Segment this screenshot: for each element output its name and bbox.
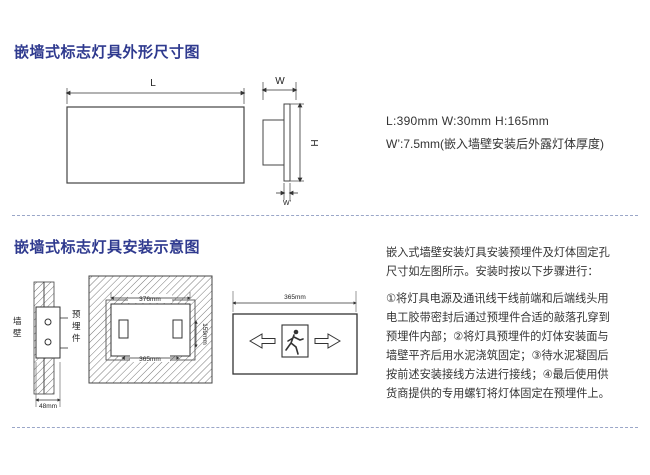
dim-376-label: 376mm: [139, 296, 161, 303]
paragraph-line: 墙壁平齐后用水泥浇筑固定；③待水泥凝固后: [386, 349, 609, 362]
wall-label-2: 壁: [13, 328, 22, 338]
dim-W-label: W: [275, 76, 285, 87]
section-title-installation: 嵌墙式标志灯具安装示意图: [14, 238, 201, 256]
divider-bottom: [12, 427, 638, 428]
dim-Wprime-label: W': [283, 200, 291, 207]
dim-48-label: 48mm: [39, 403, 57, 410]
right-arrow-icon: [314, 333, 341, 349]
embed-label-1: 预: [72, 309, 81, 319]
paragraph-line: ①将灯具电源及通讯线干线前端和后端线头用: [386, 292, 609, 305]
embed-label-2: 埋: [72, 321, 81, 331]
running-man-icon: [281, 324, 309, 358]
paragraph-line: 预埋件内部；②将灯具预埋件的灯体安装面与: [386, 330, 609, 343]
section-title-dimensions: 嵌墙式标志灯具外形尺寸图: [14, 43, 201, 61]
dim-365-label-b: 365mm: [284, 294, 306, 301]
paragraph-line: 按前述安装接线方法进行接线；④最后使用供: [386, 368, 609, 381]
exit-sign-front-view: 365mm: [232, 291, 358, 375]
spec-line-1: L:390mm W:30mm H:165mm: [386, 114, 550, 128]
divider-top: [12, 215, 638, 216]
paragraph-line: 尺寸如左图所示。安装时按以下步骤进行：: [386, 265, 599, 278]
embedded-box-front-view: 376mm 365mm 159mm: [88, 275, 213, 384]
embed-label-3: 件: [72, 333, 81, 343]
installation-drawing: 48mm 墙 壁 预 埋 件 376mm 365mm 159mm 365mm: [13, 275, 358, 410]
dimension-drawing: L W H W': [65, 76, 319, 207]
left-arrow-icon: [249, 333, 276, 349]
wall-section-view: 48mm 墙 壁 预 埋 件: [13, 281, 81, 410]
paragraph-line: 货商提供的专用螺钉将灯体固定在预埋件上。: [386, 387, 610, 400]
side-view: W H W': [261, 76, 319, 207]
paragraph-line: 电工胶带密封后通过预埋件合适的敲落孔穿到: [386, 311, 610, 324]
dim-159-label: 159mm: [201, 323, 208, 345]
wall-label-1: 墙: [13, 316, 22, 326]
spec-line-2: W’:7.5mm(嵌入墙壁安装后外露灯体厚度): [386, 137, 604, 151]
paragraph-line: 嵌入式墙壁安装灯具安装预埋件及灯体固定孔: [386, 246, 610, 259]
dim-H-label: H: [308, 139, 319, 146]
dim-365-label-a: 365mm: [139, 356, 161, 363]
front-view: L: [65, 78, 246, 184]
dim-L-label: L: [150, 78, 156, 89]
